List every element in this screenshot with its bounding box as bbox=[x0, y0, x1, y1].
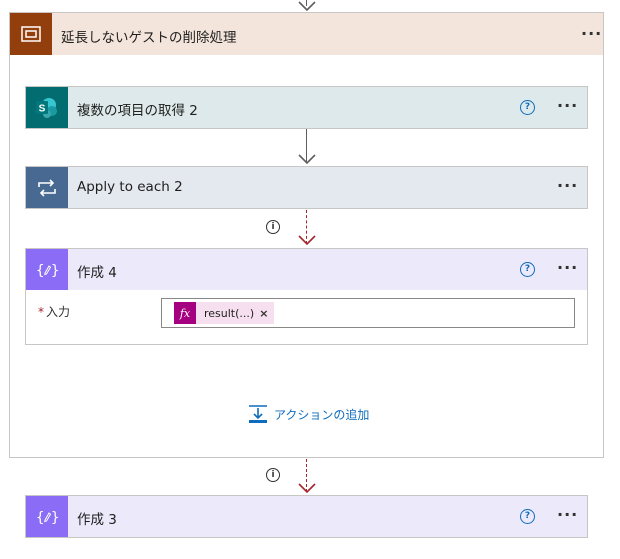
sharepoint-icon: S bbox=[26, 87, 68, 128]
action-apply-to-each-more-button[interactable]: ··· bbox=[557, 176, 579, 195]
action-get-items-more-button[interactable]: ··· bbox=[557, 96, 579, 115]
expression-token[interactable]: fx result(...) × bbox=[174, 302, 275, 324]
help-icon[interactable]: ? bbox=[520, 509, 535, 524]
compose-input-field[interactable]: fx result(...) × bbox=[161, 298, 575, 328]
arrow-down-icon bbox=[298, 235, 316, 246]
svg-text:}: } bbox=[51, 263, 59, 279]
info-icon[interactable]: i bbox=[266, 468, 280, 482]
scope-icon bbox=[10, 13, 52, 55]
action-get-items-title: 複数の項目の取得 2 bbox=[77, 103, 198, 119]
fx-icon: fx bbox=[174, 302, 196, 324]
action-compose-4-header[interactable]: { } 作成 4 ? ··· bbox=[26, 249, 587, 290]
expression-token-text: result(...) bbox=[204, 306, 255, 320]
help-icon[interactable]: ? bbox=[520, 262, 535, 277]
add-action-label: アクションの追加 bbox=[274, 407, 370, 422]
add-action-button[interactable]: アクションの追加 bbox=[248, 404, 369, 424]
connector-line bbox=[306, 129, 307, 163]
loop-icon bbox=[26, 167, 68, 208]
action-compose-3[interactable]: { } 作成 3 ? ··· bbox=[25, 495, 588, 538]
scope-title: 延長しないゲストの削除処理 bbox=[61, 30, 237, 46]
svg-text:{: { bbox=[36, 263, 44, 279]
svg-text:{: { bbox=[36, 510, 44, 526]
action-apply-to-each[interactable]: Apply to each 2 ··· bbox=[25, 166, 588, 209]
run-after-connector bbox=[306, 459, 307, 492]
action-compose-4-more-button[interactable]: ··· bbox=[557, 258, 579, 277]
add-action-icon bbox=[249, 405, 267, 423]
required-mark: * bbox=[38, 305, 44, 319]
action-compose-3-more-button[interactable]: ··· bbox=[557, 505, 579, 524]
action-apply-to-each-title: Apply to each 2 bbox=[77, 179, 183, 195]
action-get-items[interactable]: S 複数の項目の取得 2 ? ··· bbox=[25, 86, 588, 129]
arrow-down-icon bbox=[298, 483, 316, 494]
info-icon[interactable]: i bbox=[266, 220, 280, 234]
action-compose-3-title: 作成 3 bbox=[77, 512, 117, 528]
action-compose-4: { } 作成 4 ? ··· *入力 fx result(...) × bbox=[25, 248, 588, 345]
action-compose-4-title: 作成 4 bbox=[77, 265, 117, 281]
help-icon[interactable]: ? bbox=[520, 100, 535, 115]
svg-text:S: S bbox=[39, 103, 46, 114]
input-label-text: 入力 bbox=[46, 305, 71, 319]
scope-header[interactable]: 延長しないゲストの削除処理 ··· bbox=[10, 13, 603, 55]
svg-text:}: } bbox=[51, 510, 59, 526]
compose-icon: { } bbox=[26, 496, 68, 537]
run-after-connector bbox=[306, 210, 307, 244]
arrow-down-icon bbox=[298, 154, 316, 165]
token-remove-button[interactable]: × bbox=[259, 306, 269, 320]
compose-icon: { } bbox=[26, 249, 68, 290]
arrow-down-icon bbox=[298, 1, 316, 12]
scope-more-button[interactable]: ··· bbox=[581, 24, 603, 43]
input-label: *入力 bbox=[38, 303, 70, 320]
connector-top bbox=[306, 0, 307, 6]
